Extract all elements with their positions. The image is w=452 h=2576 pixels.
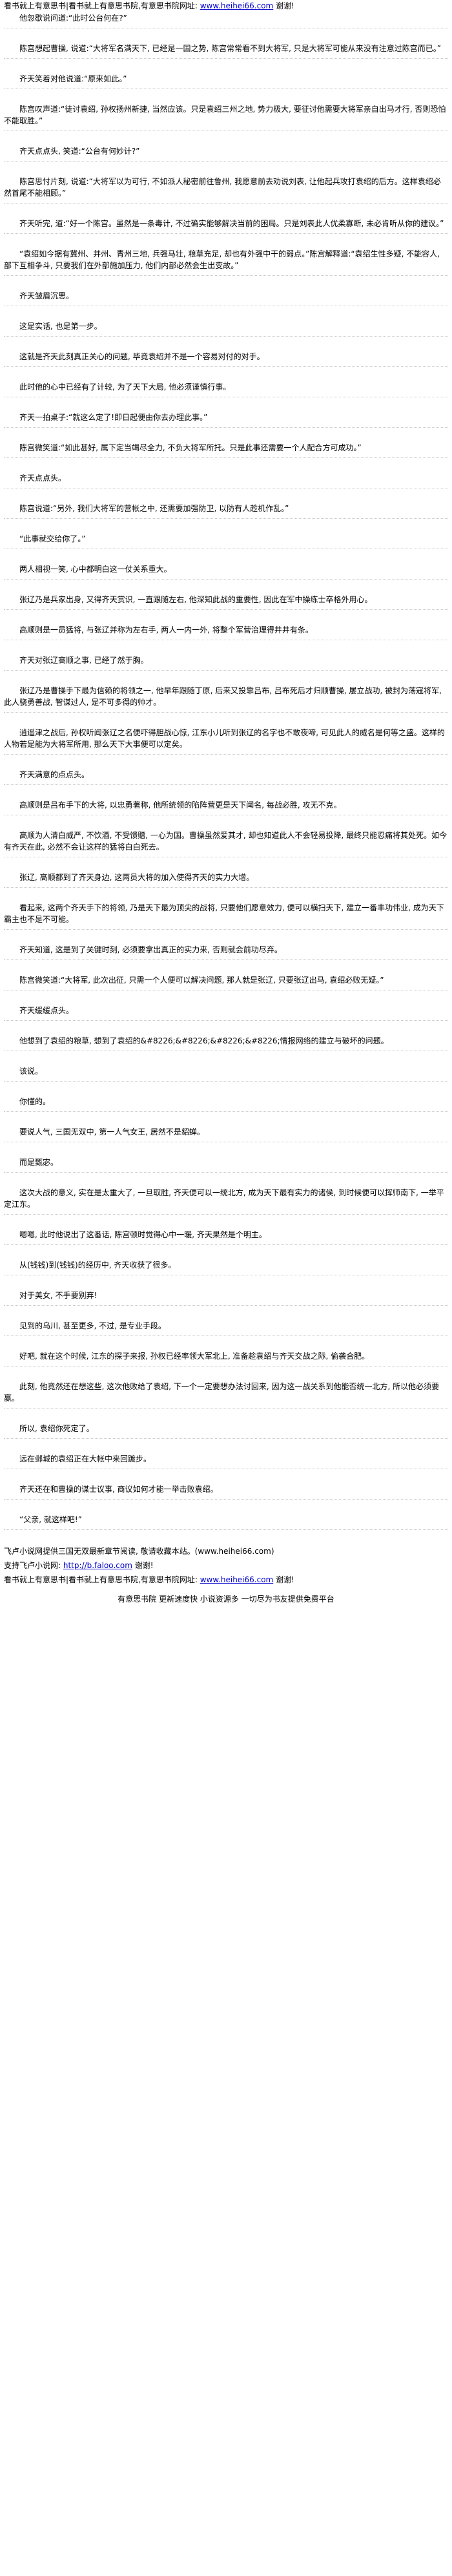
promo-line: 飞卢小说网提供三国无双最新章节阅读, 敬请收藏本站。(www.heihei66.… [4, 1547, 274, 1556]
article-paragraph: 远在邺城的袁绍正在大帐中来回踱步。 [4, 1453, 448, 1469]
article-paragraph: 看起来, 这两个齐天手下的将领, 乃是天下最为顶尖的战将, 只要他们愿意效力, … [4, 902, 448, 930]
top-banner-link[interactable]: www.heihei66.com [200, 1, 274, 10]
article-paragraph: 你懂的。 [4, 1096, 448, 1112]
bottom-note: 有意思书院 更新速度快 小说资源多 一切尽为书友提供免费平台 [118, 1595, 334, 1604]
article-paragraph: 此刻, 他竟然还在想这些, 这次他败给了袁绍, 下一个一定要想办法讨回来, 因为… [4, 1381, 448, 1408]
article-paragraph: 这是实话, 也是第一步。 [4, 320, 448, 337]
article-paragraph: 齐天笑着对他说道:“原来如此。” [4, 73, 448, 89]
support-line: 支持飞卢小说网: http://b.faloo.com 谢谢! [0, 1558, 452, 1573]
bottom-banner-suffix: 谢谢! [273, 1575, 294, 1584]
article-paragraph: 陈宫叹声道:“徒讨袁绍, 孙权扬州新捷, 当然应该。只是袁绍三州之地, 势力极大… [4, 103, 448, 131]
top-banner: 看书就上有意思书|看书就上有意思书院,有意思书院网址: www.heihei66… [0, 0, 452, 12]
bottom-banner: 看书就上有意思书|看书就上有意思书院,有意思书院网址: www.heihei66… [0, 1573, 452, 1587]
article-paragraph: 嗯嗯, 此时他说出了这番话, 陈宫顿时觉得心中一暖, 齐天果然是个明主。 [4, 1229, 448, 1245]
support-suffix: 谢谢! [132, 1561, 154, 1570]
article-paragraph: “袁绍如今据有冀州、并州、青州三地, 兵强马壮, 粮草充足, 却也有外强中干的弱… [4, 248, 448, 276]
article-paragraph: 而是甄宓。 [4, 1157, 448, 1173]
article-paragraph: “此事就交给你了。” [4, 533, 448, 549]
article-body: 他忽歇说问道:“此时公台何在?” 陈宫想起曹操, 说道:“大将军名满天下, 已经是… [0, 12, 452, 1530]
article-paragraph: 陈宫微笑道:“如此甚好, 属下定当竭尽全力, 不负大将军所托。只是此事还需要一个… [4, 442, 448, 458]
support-link[interactable]: http://b.faloo.com [63, 1561, 132, 1570]
article-paragraph: 齐天对张辽高顺之事, 已经了然于胸。 [4, 654, 448, 671]
article-paragraph: 高顺则是一员猛将, 与张辽并称为左右手, 两人一内一外, 将整个军营治理得井井有… [4, 624, 448, 640]
article-paragraph: 齐天还在和曹操的谋士议事, 商议如何才能一举击败袁绍。 [4, 1483, 448, 1500]
article-paragraph: 见到的乌川, 甚至更多, 不过, 是专业手段。 [4, 1320, 448, 1336]
article-paragraph: 张辽乃是曹操手下最为信赖的将领之一, 他早年跟随丁原, 后来又投靠吕布, 吕布死… [4, 685, 448, 713]
top-banner-text: 看书就上有意思书|看书就上有意思书院,有意思书院网址: [4, 1, 200, 10]
article-paragraph: 陈宫说道:“另外, 我们大将军的营帐之中, 还需要加强防卫, 以防有人趁机作乱。… [4, 503, 448, 519]
article-paragraph: 张辽, 高顺都到了齐天身边, 这两员大将的加入使得齐天的实力大增。 [4, 872, 448, 888]
article-paragraph: 该说。 [4, 1065, 448, 1082]
article-paragraph: 高顺为人清白威严, 不饮酒, 不受馈赠, 一心为国。曹操虽然爱其才, 却也知道此… [4, 830, 448, 857]
article-paragraph: 两人相视一笑, 心中都明白这一仗关系重大。 [4, 563, 448, 580]
article-paragraph: 所以, 袁绍你死定了。 [4, 1423, 448, 1439]
article-paragraph: 他想到了袁绍的粮草, 想到了袁绍的&#8226;&#8226;&#8226;&#… [4, 1035, 448, 1051]
article-paragraph: 他忽歇说问道:“此时公台何在?” [4, 12, 448, 28]
article-paragraph: 高顺则是吕布手下的大将, 以忠勇著称, 他所统领的陷阵营更是天下闻名, 每战必胜… [4, 799, 448, 815]
article-paragraph: 好吧, 就在这个时候, 江东的探子来报, 孙权已经率领大军北上, 准备趁袁绍与齐… [4, 1350, 448, 1367]
article-paragraph: 从(钱钱)到(钱钱)的经历中, 齐天收获了很多。 [4, 1259, 448, 1275]
article-paragraph: 齐天皱眉沉思。 [4, 290, 448, 306]
article-paragraph: 齐天缓缓点头。 [4, 1005, 448, 1021]
article-paragraph: 陈宫思忖片刻, 说道:“大将军以为可行, 不如派人秘密前往鲁州, 我愿意前去劝说… [4, 176, 448, 204]
article-paragraph: 要说人气, 三国无双中, 第一人气女王, 居然不是貂蝉。 [4, 1126, 448, 1142]
article-paragraph: 齐天听完, 道:“好一个陈宫。虽然是一条毒计, 不过确实能够解决当前的困局。只是… [4, 218, 448, 234]
article-paragraph: 齐天点点头, 笑道:“公台有何妙计?” [4, 145, 448, 162]
bottom-banner-link[interactable]: www.heihei66.com [200, 1575, 274, 1584]
article-paragraph: 陈宫微笑道:“大将军, 此次出征, 只需一个人便可以解决问题, 那人就是张辽, … [4, 974, 448, 990]
article-paragraph: 张辽乃是兵家出身, 又得齐天赏识, 一直跟随左右, 他深知此战的重要性, 因此在… [4, 594, 448, 610]
article-paragraph: 齐天点点头。 [4, 472, 448, 488]
article-paragraph: 逍遥津之战后, 孙权听闻张辽之名便吓得胆战心惊, 江东小儿听到张辽的名字也不敢夜… [4, 727, 448, 755]
article-paragraph: 这就是齐天此刻真正关心的问题, 毕竟袁绍并不是一个容易对付的对手。 [4, 351, 448, 367]
article-paragraph: 齐天知道, 这是到了关键时刻, 必须要拿出真正的实力来, 否则就会前功尽弃。 [4, 944, 448, 960]
article-paragraph: “父亲, 就这样吧!” [4, 1514, 448, 1530]
bottom-banner-text: 看书就上有意思书|看书就上有意思书院,有意思书院网址: [4, 1575, 200, 1584]
support-prefix: 支持飞卢小说网: [4, 1561, 63, 1570]
article-paragraph: 此时他的心中已经有了计较, 为了天下大局, 他必须谨慎行事。 [4, 381, 448, 397]
article-paragraph: 陈宫想起曹操, 说道:“大将军名满天下, 已经是一国之势, 陈宫常常看不到大将军… [4, 43, 448, 59]
article-paragraph: 齐天满意的点点头。 [4, 769, 448, 785]
article-paragraph: 齐天一拍桌子:“就这么定了!即日起便由你去办理此事。” [4, 412, 448, 428]
article-paragraph: 这次大战的意义, 实在是太重大了, 一旦取胜, 齐天便可以一统北方, 成为天下最… [4, 1187, 448, 1215]
article-paragraph: 对于美女, 不手要别弃! [4, 1290, 448, 1306]
top-banner-suffix: 谢谢! [273, 1, 294, 10]
